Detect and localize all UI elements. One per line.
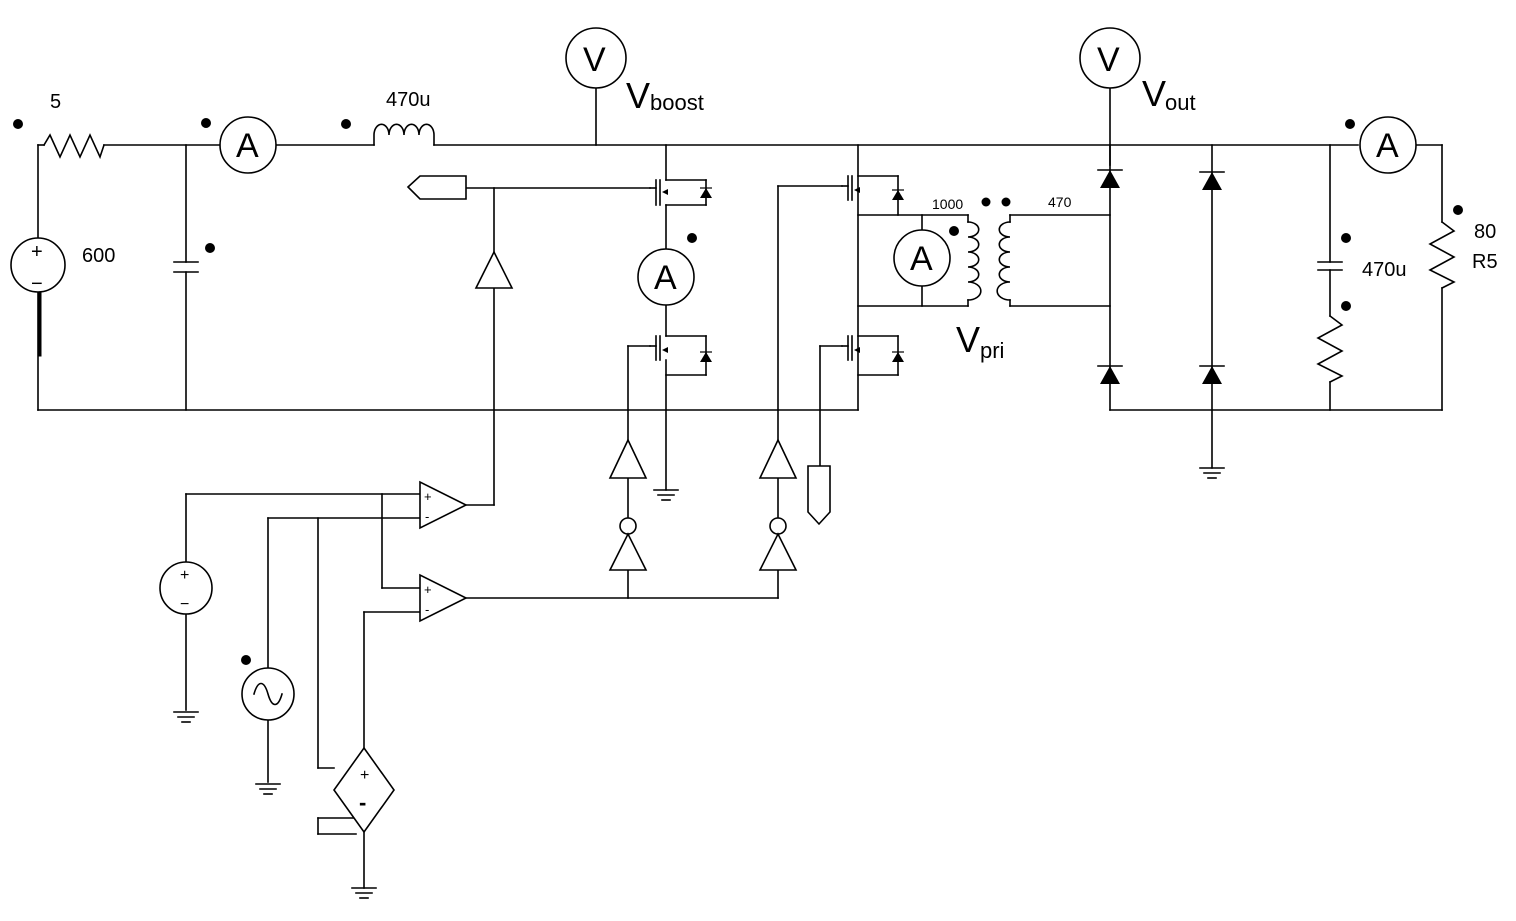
- transformer-primary: [967, 221, 982, 301]
- svg-text:-: -: [425, 602, 429, 617]
- voltmeter-out: V: [1079, 27, 1141, 89]
- mosfet-left-top: [649, 179, 712, 206]
- svg-text:A: A: [1376, 127, 1399, 165]
- output-capacitor: [1317, 261, 1343, 271]
- svg-text:V: V: [1142, 73, 1166, 114]
- v-pri-label: V pri: [956, 319, 1004, 363]
- load-resistor: [1428, 220, 1456, 290]
- svg-text:V: V: [626, 75, 650, 116]
- load-name-label: R5: [1472, 251, 1498, 273]
- wires: [37, 87, 1443, 889]
- svg-text:A: A: [236, 127, 259, 165]
- input-capacitor: [173, 261, 199, 273]
- transformer-secondary: [996, 221, 1011, 301]
- svg-text:boost: boost: [650, 90, 704, 115]
- voltmeter-boost: V: [565, 27, 627, 89]
- mosfet-right-top: [841, 175, 904, 201]
- ground-symbols: [173, 467, 1225, 899]
- svg-text:A: A: [910, 240, 933, 278]
- resistor-label: 5: [50, 91, 61, 113]
- svg-text:-: -: [425, 509, 429, 524]
- mosfet-right-bottom: [841, 335, 904, 362]
- v-boost-label: V boost: [626, 75, 704, 116]
- svg-text:V: V: [1097, 41, 1120, 79]
- svg-text:−: −: [31, 273, 43, 295]
- driver-left: [608, 438, 648, 571]
- output-cap-label: 470u: [1362, 259, 1407, 281]
- driver-right: [758, 438, 798, 571]
- svg-text:+: +: [360, 767, 369, 784]
- dot-marker: [981, 197, 991, 207]
- v-out-label: V out: [1142, 73, 1196, 115]
- gate-connector-right: [807, 465, 831, 526]
- dot-marker: [1001, 197, 1011, 207]
- svg-text:+: +: [180, 567, 189, 584]
- comparator-2: + -: [419, 573, 468, 623]
- probe-dots: [13, 118, 1463, 665]
- primary-turns-label: 1000: [932, 196, 963, 212]
- control-dc-source: + −: [159, 561, 213, 615]
- sine-source: [241, 667, 295, 721]
- svg-text:V: V: [956, 319, 980, 360]
- svg-text:pri: pri: [980, 338, 1004, 363]
- gate-connector-left: [406, 175, 467, 200]
- secondary-turns-label: 470: [1048, 194, 1072, 210]
- ammeter-input: A: [219, 116, 277, 174]
- svg-text:+: +: [424, 489, 432, 504]
- comparator-1: + -: [419, 480, 468, 530]
- svg-text:V: V: [583, 41, 606, 79]
- resistor-5: [42, 133, 106, 160]
- ammeter-output: A: [1359, 116, 1417, 174]
- esr-resistor: [1316, 314, 1344, 384]
- load-value-label: 80: [1474, 221, 1496, 243]
- mosfet-left-bottom: [649, 335, 712, 362]
- svg-text:-: -: [359, 790, 366, 815]
- svg-text:out: out: [1165, 90, 1196, 115]
- svg-text:−: −: [180, 596, 189, 613]
- ammeter-leg: A: [637, 248, 695, 306]
- svg-text:+: +: [31, 241, 43, 263]
- svg-text:A: A: [654, 259, 677, 297]
- dependent-source: + -: [333, 746, 395, 834]
- boost-inductor: [373, 123, 435, 146]
- svg-text:+: +: [424, 582, 432, 597]
- source-voltage-label: 600: [82, 245, 115, 267]
- inductor-label: 470u: [386, 89, 431, 111]
- ammeter-primary: A: [893, 229, 951, 287]
- diode-bridge: [1097, 169, 1225, 384]
- dc-source: + −: [10, 237, 66, 295]
- buffer-triangle-left: [474, 250, 514, 289]
